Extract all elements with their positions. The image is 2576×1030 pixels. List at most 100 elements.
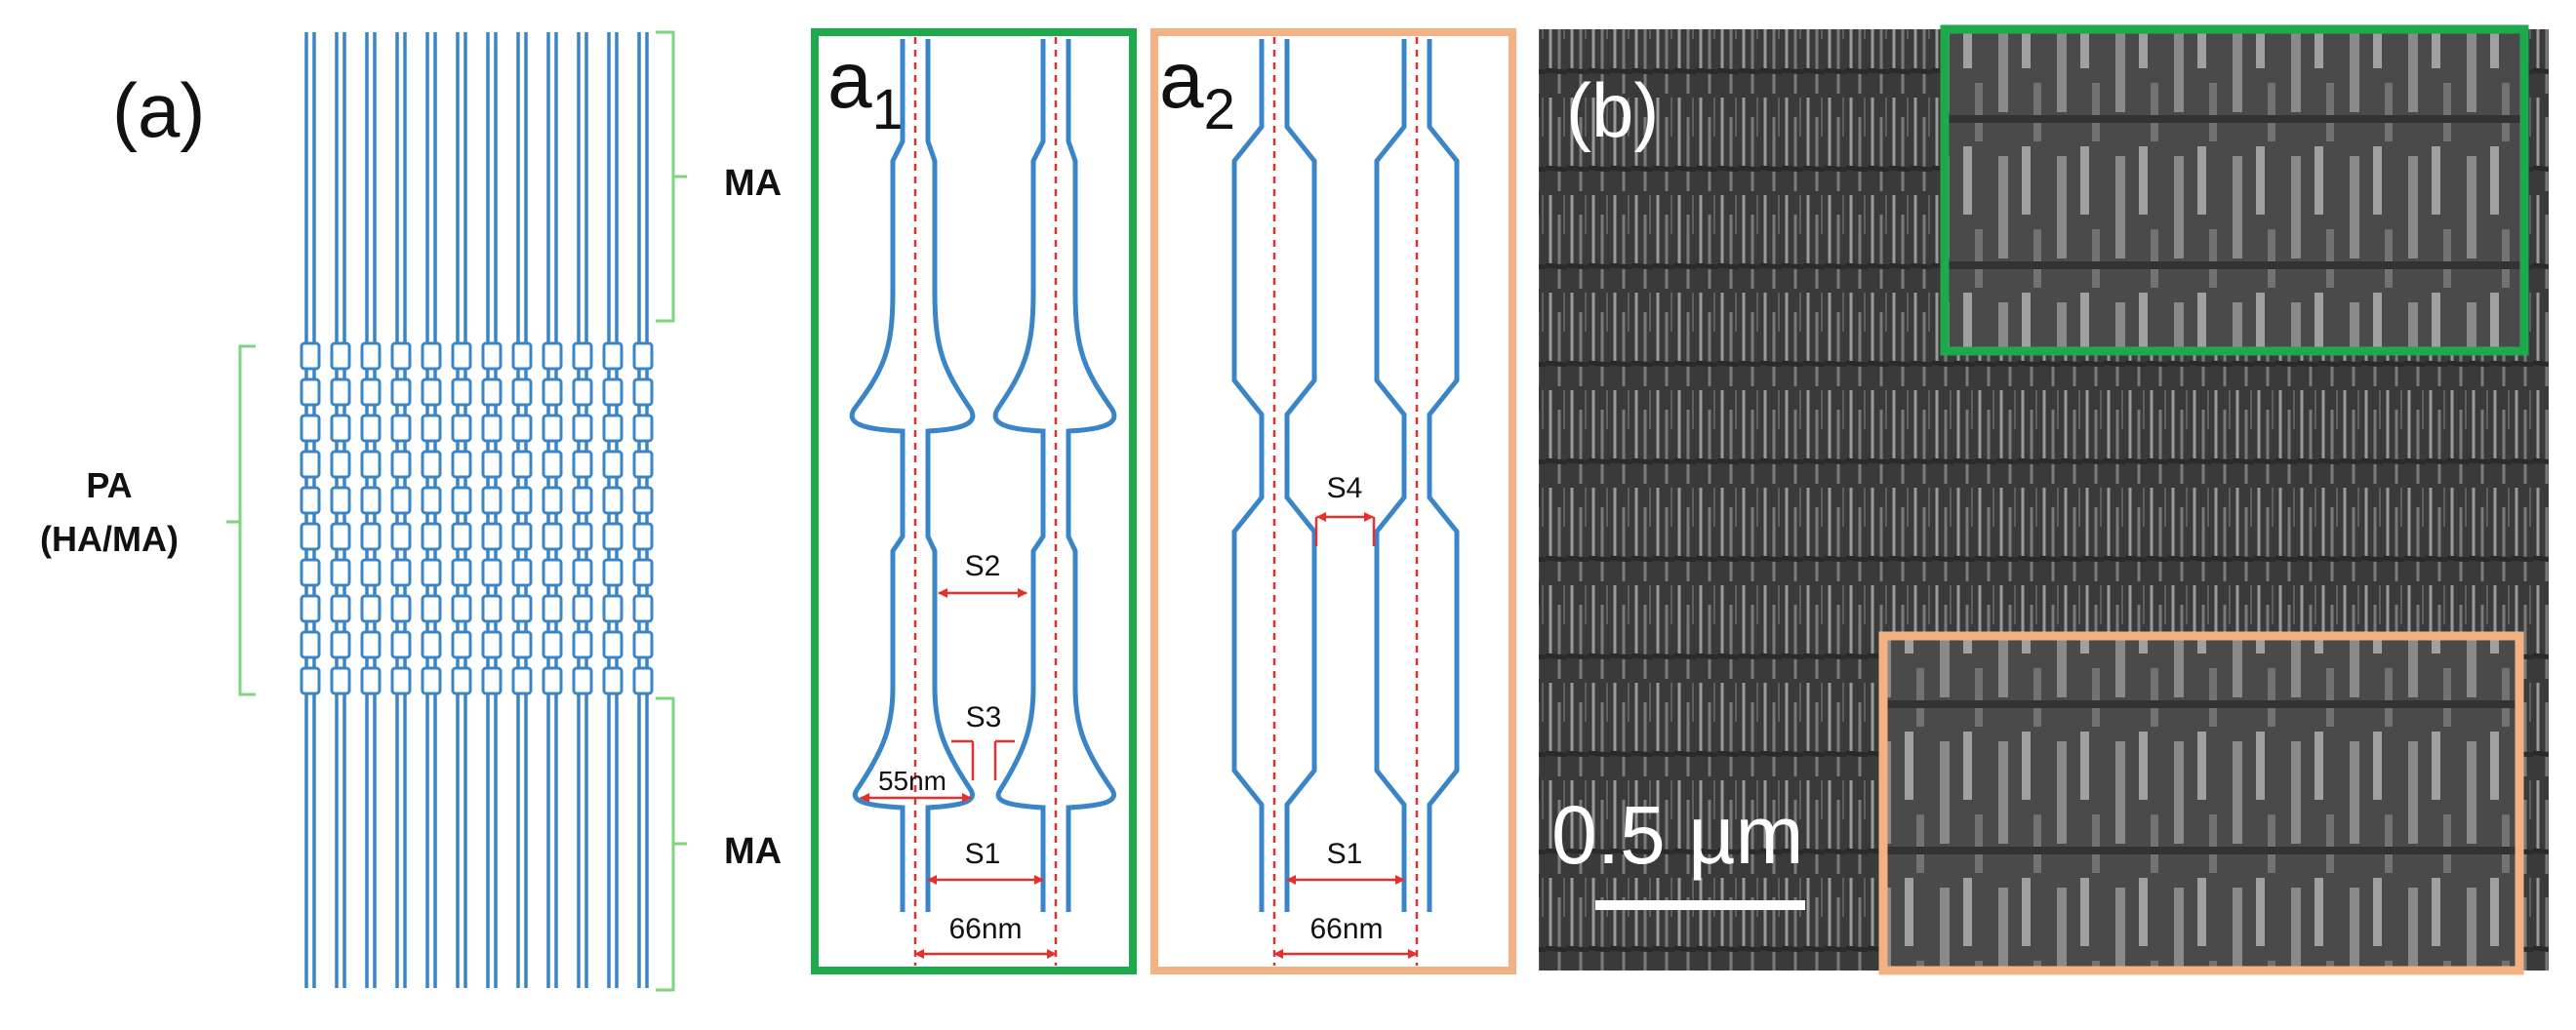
bracket-pa-label-line1: PA — [86, 465, 132, 505]
wire-segment — [421, 341, 442, 371]
wire — [572, 32, 593, 988]
wire-segment — [511, 630, 533, 659]
bracket-ma-bottom-label: MA — [724, 831, 782, 872]
wire-segment — [572, 558, 593, 587]
panel-a1-label: a1 — [827, 36, 904, 141]
wire-segment — [390, 594, 412, 623]
panel-a-label: (a) — [112, 67, 205, 153]
wire-segment — [511, 377, 533, 407]
wire-segment — [511, 486, 533, 515]
wire-segment — [451, 630, 472, 659]
wire-segment — [542, 630, 563, 659]
wire-segment — [390, 486, 412, 515]
wire-segment — [602, 558, 624, 587]
wire-segment — [300, 558, 321, 587]
wire-segment — [360, 341, 382, 371]
wire-segment — [542, 341, 563, 371]
wire-segment — [330, 630, 351, 659]
a1-s1-label: S1 — [965, 838, 1001, 870]
wire-segment — [481, 450, 503, 479]
wire-segment — [632, 341, 654, 371]
panel-a2-label-base: a — [1159, 36, 1204, 125]
wire — [421, 32, 442, 988]
wire-segment — [511, 522, 533, 551]
wire — [602, 32, 624, 988]
wire — [542, 32, 563, 988]
wire-segment — [300, 522, 321, 551]
wire-segment — [602, 666, 624, 695]
wire-segment — [421, 414, 442, 443]
wire-segment — [602, 414, 624, 443]
wire-segment — [451, 522, 472, 551]
panel-a1-label-base: a — [827, 36, 872, 125]
wire-segment — [481, 414, 503, 443]
wire-segment — [330, 522, 351, 551]
wire-segment — [481, 594, 503, 623]
panel-b-label: (b) — [1566, 67, 1659, 153]
a2-s1-label: S1 — [1327, 838, 1363, 870]
wire-segment — [511, 558, 533, 587]
wire-segment — [421, 486, 442, 515]
wire-segment — [300, 377, 321, 407]
wire-segment — [511, 341, 533, 371]
wire-segment — [330, 486, 351, 515]
wire-segment — [330, 594, 351, 623]
a1-wire-left-outline-right — [925, 39, 976, 912]
wire-segment — [632, 558, 654, 587]
wire-segment — [330, 666, 351, 695]
wire-segment — [632, 377, 654, 407]
a1-66nm-label: 66nm — [948, 913, 1022, 945]
wire-segment — [421, 522, 442, 551]
wire-segment — [572, 594, 593, 623]
wire-segment — [451, 450, 472, 479]
bracket-pa — [238, 344, 256, 696]
wire-segment — [511, 666, 533, 695]
wire-segment — [511, 594, 533, 623]
wire — [632, 32, 654, 988]
wire-segment — [390, 558, 412, 587]
wire-segment — [542, 522, 563, 551]
wire-segment — [632, 486, 654, 515]
a2-wire-right-outline-right — [1427, 39, 1460, 912]
wire-segment — [572, 522, 593, 551]
wire-segment — [421, 558, 442, 587]
wire-segment — [360, 558, 382, 587]
wire-segment — [602, 594, 624, 623]
wire-segment — [481, 377, 503, 407]
sem-zoom-bottom — [1878, 631, 2524, 975]
wire — [511, 32, 533, 988]
wire-segment — [300, 630, 321, 659]
wire-segment — [481, 630, 503, 659]
panel-a2-label-sub: 2 — [1204, 78, 1235, 141]
wire-segment — [451, 377, 472, 407]
wire-segment — [421, 594, 442, 623]
wire-segment — [451, 341, 472, 371]
wire-segment — [542, 486, 563, 515]
wire-segment — [572, 414, 593, 443]
wire-segment — [632, 594, 654, 623]
a2-wire-right-outline-left — [1374, 39, 1407, 912]
wire-segment — [602, 450, 624, 479]
wire-segment — [360, 594, 382, 623]
a2-66nm-label: 66nm — [1309, 913, 1383, 945]
wire-segment — [390, 666, 412, 695]
wire-segment — [481, 522, 503, 551]
wire-segment — [632, 414, 654, 443]
panel-a2-frame — [1150, 28, 1516, 974]
wire-segment — [390, 377, 412, 407]
wire-segment — [360, 377, 382, 407]
panel-a1-frame — [811, 28, 1137, 974]
a1-s3-label: S3 — [966, 701, 1002, 733]
wire-segment — [511, 450, 533, 479]
bracket-pa-label-line2: (HA/MA) — [40, 519, 179, 559]
wire-segment — [602, 630, 624, 659]
wire-segment — [481, 558, 503, 587]
bracket-ma-top-label: MA — [724, 163, 782, 204]
wire-segment — [542, 558, 563, 587]
wire-segment — [451, 558, 472, 587]
wire-segment — [360, 522, 382, 551]
wire-segment — [572, 630, 593, 659]
wire-segment — [390, 414, 412, 443]
panel-a1-label-sub: 1 — [872, 78, 904, 141]
wire-segment — [572, 666, 593, 695]
